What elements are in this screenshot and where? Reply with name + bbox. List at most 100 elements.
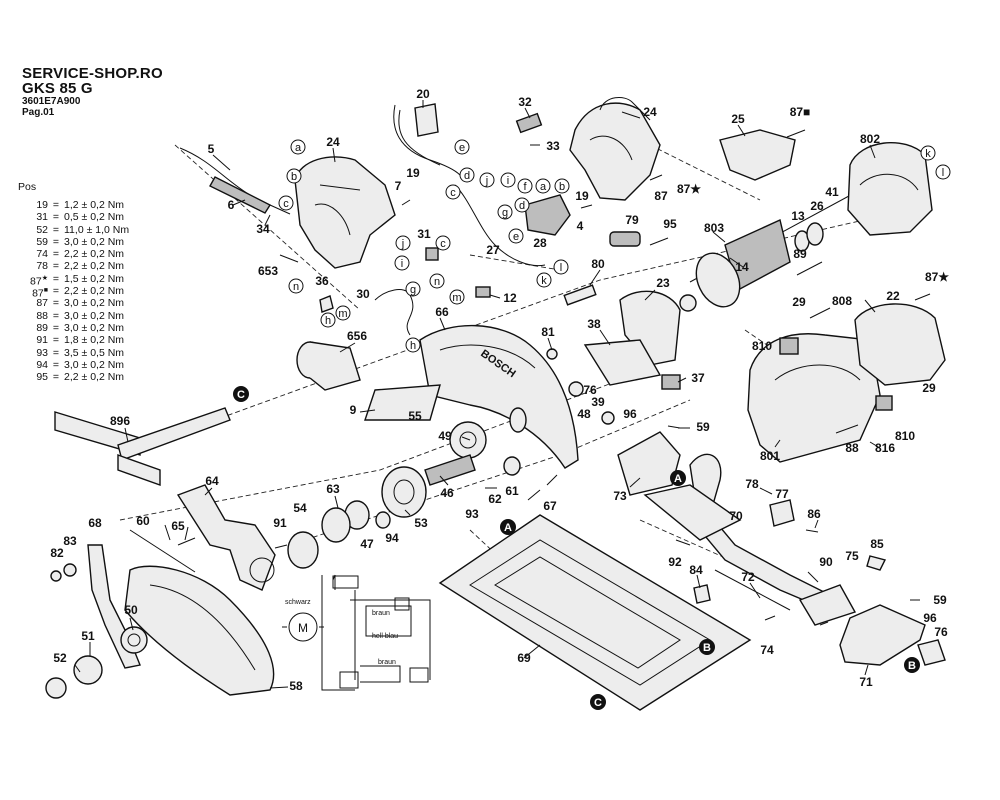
torque-row: 95=2,2 ± 0,2 Nm [18, 371, 168, 383]
connector-letter: l [560, 262, 562, 274]
part-label-p82: 82 [50, 546, 64, 560]
part-label-p36: 36 [315, 274, 329, 288]
torque-mark: ★ [41, 274, 48, 282]
part-label-p7: 7 [395, 179, 402, 193]
torque-position: 74 [36, 248, 48, 261]
part-label-p12: 12 [503, 291, 517, 305]
cutting-guide [839, 604, 926, 666]
connector-i: i [500, 172, 516, 188]
connector-circle [286, 168, 302, 184]
part-label-p67: 67 [543, 499, 557, 513]
part-label-p19a: 19 [406, 166, 420, 180]
connector-letter: g [502, 207, 508, 219]
connector-letter: n [434, 276, 440, 288]
part-label-p38: 38 [587, 317, 601, 331]
marker-A: A [670, 470, 686, 486]
part-label-p5: 5 [208, 142, 215, 156]
connector-circle [553, 259, 569, 275]
torque-value: 3,0 ± 0,2 Nm [64, 235, 125, 248]
marker-disc [500, 519, 516, 535]
part-label-p34: 34 [256, 222, 270, 236]
connector-c: c [445, 184, 461, 200]
connector-letter: d [464, 170, 470, 182]
connector-letter: i [507, 175, 509, 187]
lower-blade-guard [124, 565, 275, 696]
torque-equals: = [52, 260, 60, 273]
leader-lines [74, 100, 881, 689]
connector-letter: d [519, 200, 525, 212]
connector-circle [395, 235, 411, 251]
part-label-p33: 33 [546, 139, 560, 153]
part-label-p72: 72 [741, 570, 755, 584]
connector-letter: h [410, 340, 416, 352]
part-label-p87sq: 87■ [790, 105, 811, 119]
wire-label-brown: braun [372, 610, 390, 617]
torque-value: 3,0 ± 0,2 Nm [64, 297, 125, 310]
marker-A: A [500, 519, 516, 535]
part-label-p74: 74 [760, 643, 774, 657]
connector-n: n [429, 273, 445, 289]
connector-i: i [394, 255, 410, 271]
torque-row: 31=0,5 ± 0,2 Nm [18, 211, 168, 223]
part-label-p23: 23 [656, 276, 670, 290]
part-label-p28: 28 [533, 236, 547, 250]
part-label-p810a: 810 [752, 339, 772, 353]
torque-equals: = [52, 199, 60, 211]
marker-letter: A [504, 522, 512, 534]
part-label-p90: 90 [819, 555, 833, 569]
handle-housing-left [294, 156, 396, 269]
torque-position: 59 [36, 235, 48, 248]
torque-position: 52 [36, 223, 48, 236]
torque-equals: = [52, 272, 60, 285]
upper-blade-guard: BOSCH [419, 324, 579, 469]
field-housing [847, 142, 933, 236]
part-label-p803: 803 [704, 221, 724, 235]
handle-housing-right [569, 102, 661, 201]
torque-value: 0,5 ± 0,2 Nm [64, 211, 125, 224]
part-label-p29a: 29 [792, 295, 806, 309]
connector-n: n [288, 278, 304, 294]
torque-position: 78 [36, 260, 48, 273]
connector-letter: f [523, 181, 527, 193]
marker-B: B [904, 657, 920, 673]
torque-mark: ■ [43, 287, 48, 295]
part-label-p62: 62 [488, 492, 502, 506]
bracket [176, 484, 276, 591]
part-label-p59a: 59 [696, 420, 710, 434]
connector-j: j [479, 172, 495, 188]
torque-row: 94=3,0 ± 0,2 Nm [18, 359, 168, 371]
connector-letter: m [338, 308, 347, 320]
torque-row: 89=3,0 ± 0,2 Nm [18, 322, 168, 334]
connector-circle [459, 167, 475, 183]
parallel-guide [54, 407, 231, 486]
part-label-p86: 86 [807, 507, 821, 521]
connector-letter: j [401, 238, 404, 250]
wire-label-lightblue: hell blau [372, 633, 398, 640]
torque-position: 88 [36, 309, 48, 322]
wire-label-black: schwarz [285, 599, 311, 606]
torque-equals: = [52, 223, 60, 236]
part-label-p9: 9 [350, 403, 357, 417]
connector-circle [335, 305, 351, 321]
torque-equals: = [52, 285, 60, 298]
connector-circle [536, 272, 552, 288]
connector-circle [535, 178, 551, 194]
torque-row: 52=11,0 ± 1,0 Nm [18, 224, 168, 236]
part-label-p93: 93 [465, 507, 479, 521]
part-label-p78: 78 [745, 477, 759, 491]
connector-letter: h [325, 315, 331, 327]
power-cord [179, 147, 291, 215]
part-label-p87st: 87★ [677, 182, 701, 196]
torque-equals: = [52, 235, 60, 248]
connector-circle [517, 178, 533, 194]
part-label-p65: 65 [171, 519, 185, 533]
site-title: SERVICE-SHOP.RO [22, 65, 163, 82]
motor-symbol: M [298, 621, 308, 635]
torque-position: 87■ [32, 287, 48, 300]
part-label-p46: 46 [440, 486, 454, 500]
part-label-p25: 25 [731, 112, 745, 126]
connector-l: l [553, 259, 569, 275]
